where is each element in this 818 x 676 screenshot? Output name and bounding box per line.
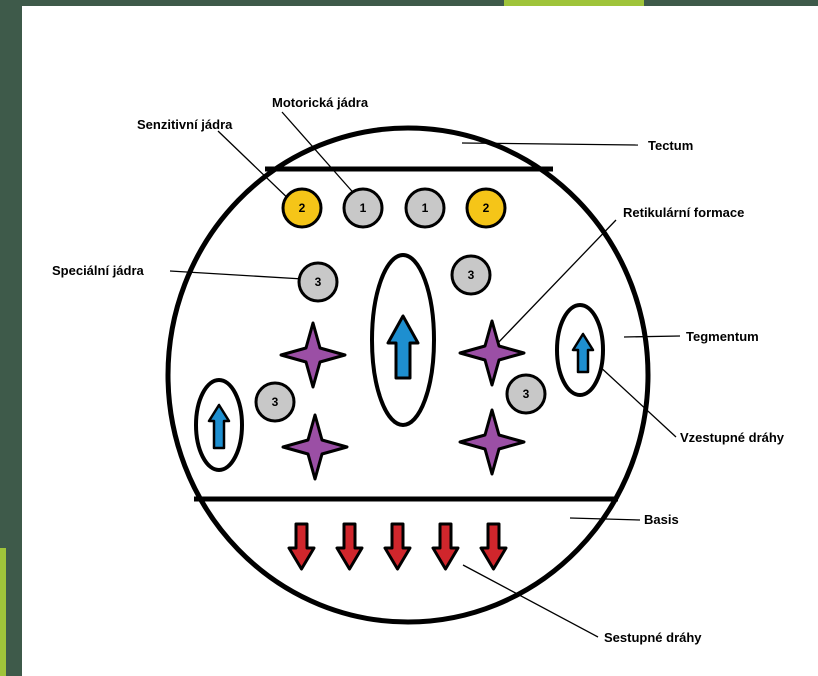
label-senzitivni-jadra: Senzitivní jádra [137, 117, 233, 132]
label-sestupne-drahy: Sestupné dráhy [604, 630, 702, 645]
label-tegmentum: Tegmentum [686, 329, 759, 344]
label-vzestupne-drahy: Vzestupné dráhy [680, 430, 785, 445]
special-nucleus-lower-left: 3 [256, 383, 294, 421]
svg-text:2: 2 [299, 201, 306, 215]
sensory-nucleus-right: 2 [467, 189, 505, 227]
label-basis: Basis [644, 512, 679, 527]
special-nucleus-upper-left: 3 [299, 263, 337, 301]
special-nucleus-lower-right: 3 [507, 375, 545, 413]
svg-text:3: 3 [315, 275, 322, 289]
svg-text:1: 1 [360, 201, 367, 215]
label-tectum: Tectum [648, 138, 693, 153]
label-retikularni-formace: Retikulární formace [623, 205, 744, 220]
svg-text:3: 3 [468, 268, 475, 282]
label-specialni-jadra: Speciální jádra [52, 263, 145, 278]
motor-nucleus-left: 1 [344, 189, 382, 227]
svg-text:3: 3 [523, 387, 530, 401]
sensory-nucleus-left: 2 [283, 189, 321, 227]
svg-text:2: 2 [483, 201, 490, 215]
svg-text:1: 1 [422, 201, 429, 215]
special-nucleus-upper-right: 3 [452, 256, 490, 294]
label-motoricka-jadra: Motorická jádra [272, 95, 369, 110]
motor-nucleus-right: 1 [406, 189, 444, 227]
svg-text:3: 3 [272, 395, 279, 409]
